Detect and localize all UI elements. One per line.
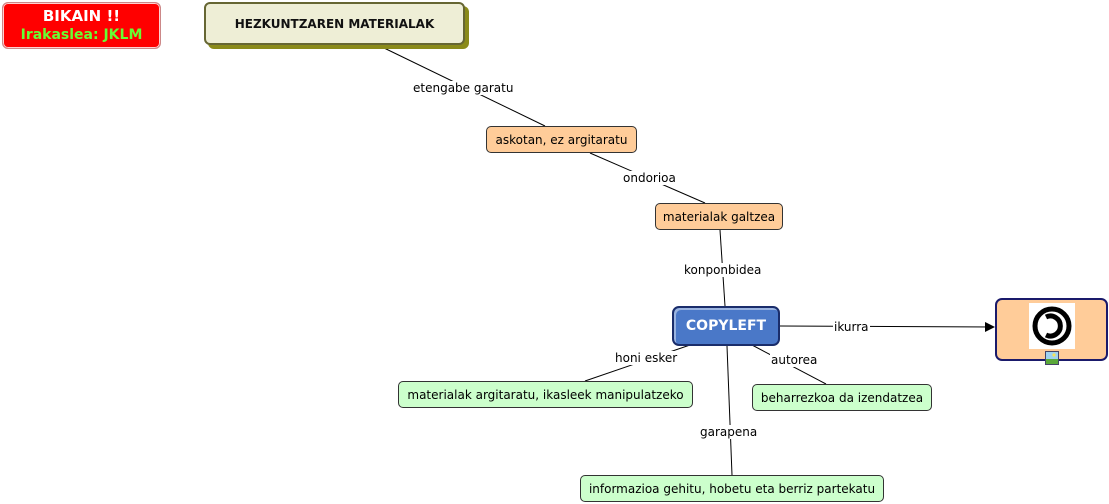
node-askotan[interactable]: askotan, ez argitaratu <box>486 126 637 153</box>
link-label-konponbidea: konponbidea <box>683 263 763 277</box>
grade-badge: BIKAIN !! Irakaslea: JKLM <box>2 2 161 49</box>
node-copyleft-symbol[interactable] <box>995 298 1108 365</box>
node-informazioa[interactable]: informazioa gehitu, hobetu eta berriz pa… <box>580 475 884 502</box>
image-icon[interactable] <box>1045 351 1059 365</box>
grade-text: BIKAIN !! <box>42 6 121 25</box>
link-label-autorea: autorea <box>770 353 819 367</box>
root-node-title[interactable]: HEZKUNTZAREN MATERIALAK <box>204 2 465 45</box>
copyleft-symbol-icon <box>1029 303 1075 349</box>
teacher-text: Irakaslea: JKLM <box>20 26 143 43</box>
node-copyleft[interactable]: COPYLEFT <box>672 306 780 346</box>
link-label-ondorioa: ondorioa <box>622 171 677 185</box>
link-label-etengabe: etengabe garatu <box>412 81 515 95</box>
node-izendatzea[interactable]: beharrezkoa da izendatzea <box>752 384 932 411</box>
link-label-garapena: garapena <box>699 425 759 439</box>
link-label-honi-esker: honi esker <box>614 351 679 365</box>
node-materialak-galtzea[interactable]: materialak galtzea <box>655 203 783 230</box>
edge-copyleft-info <box>726 345 733 476</box>
edge-copyleft-symbol <box>779 321 995 332</box>
link-label-ikurra: ikurra <box>833 320 870 334</box>
node-materialak-argitaratu[interactable]: materialak argitaratu, ikasleek manipula… <box>398 381 693 408</box>
